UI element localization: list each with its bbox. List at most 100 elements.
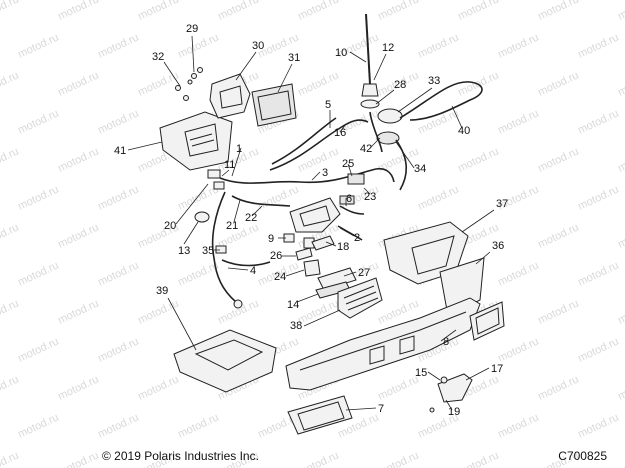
callout-34: 34 xyxy=(414,163,426,175)
watermark-text: motod.ru xyxy=(576,31,620,60)
watermark-text: motod.ru xyxy=(576,335,620,364)
watermark-text: motod.ru xyxy=(216,0,260,23)
part-2-wire xyxy=(337,225,363,241)
callout-1: 1 xyxy=(236,143,242,155)
watermark-text: motod.ru xyxy=(536,373,580,402)
callout-36: 36 xyxy=(492,240,504,252)
watermark-text: motod.ru xyxy=(296,69,340,98)
watermark-text: motod.ru xyxy=(136,69,180,98)
watermark-text: motod.ru xyxy=(96,107,140,136)
callout-27: 27 xyxy=(358,267,370,279)
callout-42: 42 xyxy=(360,143,372,155)
watermark-text: motod.ru xyxy=(456,449,500,468)
callout-24: 24 xyxy=(274,271,286,283)
watermark-text: motod.ru xyxy=(0,373,21,402)
diagram-code: C700825 xyxy=(558,449,607,463)
callout-11: 11 xyxy=(224,159,235,171)
callout-5: 5 xyxy=(325,99,331,111)
watermark-text: motod.ru xyxy=(96,183,140,212)
watermark-text: motod.ru xyxy=(296,297,340,326)
watermark-text: motod.ru xyxy=(616,221,625,250)
watermark-text: motod.ru xyxy=(616,449,625,468)
watermark-text: motod.ru xyxy=(496,259,540,288)
callout-33: 33 xyxy=(428,75,440,87)
watermark-text: motod.ru xyxy=(136,373,180,402)
part-10-antenna xyxy=(360,13,380,109)
watermark-text: motod.ru xyxy=(616,0,625,23)
watermark-text: motod.ru xyxy=(536,69,580,98)
watermark-text: motod.ru xyxy=(616,297,625,326)
watermark-text: motod.ru xyxy=(576,107,620,136)
watermark-text: motod.ru xyxy=(176,259,220,288)
watermark-text: motod.ru xyxy=(0,0,21,23)
watermark-text: motod.ru xyxy=(56,373,100,402)
part-7-speaker xyxy=(287,395,353,435)
part-39-floor-tray xyxy=(173,329,277,393)
part-29-32-screws xyxy=(175,67,203,101)
watermark-text: motod.ru xyxy=(96,259,140,288)
callout-7: 7 xyxy=(378,403,384,415)
watermark-text: motod.ru xyxy=(296,145,340,174)
watermark-text: motod.ru xyxy=(56,449,100,468)
part-33-puck xyxy=(369,81,483,191)
watermark-text: motod.ru xyxy=(16,411,60,440)
watermark-text: motod.ru xyxy=(496,107,540,136)
part-1-main-harness xyxy=(211,167,395,309)
part-27-block xyxy=(315,267,357,299)
watermark-text: motod.ru xyxy=(56,145,100,174)
watermark-text: motod.ru xyxy=(16,335,60,364)
callout-30: 30 xyxy=(252,40,264,52)
callout-23: 23 xyxy=(364,191,376,203)
part-misc-wires xyxy=(215,245,271,267)
watermark-text: motod.ru xyxy=(56,0,100,23)
callout-12: 12 xyxy=(382,42,394,54)
watermark-text: motod.ru xyxy=(376,373,420,402)
watermark-text: motod.ru xyxy=(136,297,180,326)
watermark-text: motod.ru xyxy=(0,145,21,174)
callout-13: 13 xyxy=(178,245,190,257)
leader-lines xyxy=(127,35,495,411)
watermark-text: motod.ru xyxy=(96,31,140,60)
callout-10: 10 xyxy=(335,47,347,59)
watermark-text: motod.ru xyxy=(176,31,220,60)
watermark-text: motod.ru xyxy=(256,183,300,212)
watermark-text: motod.ru xyxy=(456,145,500,174)
callout-21: 21 xyxy=(226,220,238,232)
watermark-text: motod.ru xyxy=(536,145,580,174)
watermark-text: motod.ru xyxy=(16,259,60,288)
watermark-text: motod.ru xyxy=(96,335,140,364)
watermark-text: motod.ru xyxy=(496,411,540,440)
callout-8: 8 xyxy=(443,336,449,348)
callout-29: 29 xyxy=(186,23,198,35)
part-3-module xyxy=(289,173,365,233)
watermark-text: motod.ru xyxy=(416,183,460,212)
watermark-text: motod.ru xyxy=(536,297,580,326)
callout-layer: 1 2 3 4 5 6 7 8 9 10 11 12 13 14 15 16 1… xyxy=(114,23,508,418)
callout-22: 22 xyxy=(245,212,257,224)
part-17-bracket xyxy=(429,373,473,413)
callout-38: 38 xyxy=(290,320,302,332)
watermark-text: motod.ru xyxy=(176,411,220,440)
watermark-text: motod.ru xyxy=(616,145,625,174)
watermark-text: motod.ru xyxy=(136,0,180,23)
callout-18: 18 xyxy=(337,241,349,253)
watermark-text: motod.ru xyxy=(0,297,21,326)
callout-14: 14 xyxy=(287,299,299,311)
part-8-dash xyxy=(285,297,481,391)
watermark-text: motod.ru xyxy=(296,0,340,23)
watermark-text: motod.ru xyxy=(616,373,625,402)
callout-9: 9 xyxy=(268,233,274,245)
part-13-lamp xyxy=(194,211,210,223)
watermark-text: motod.ru xyxy=(416,107,460,136)
watermark-text: motod.ru xyxy=(576,259,620,288)
callout-41: 41 xyxy=(114,145,126,157)
callout-28: 28 xyxy=(394,79,406,91)
callout-2: 2 xyxy=(354,232,360,244)
part-11-connector xyxy=(207,169,225,190)
watermark-text: motod.ru xyxy=(96,411,140,440)
callout-35: 35 xyxy=(202,245,214,257)
part-speaker-right xyxy=(469,301,505,341)
callout-19: 19 xyxy=(448,406,460,418)
watermark-text: motod.ru xyxy=(0,69,21,98)
